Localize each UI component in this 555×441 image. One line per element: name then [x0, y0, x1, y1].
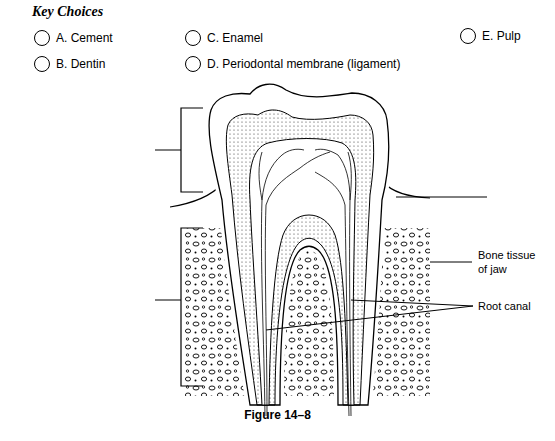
part-label: Bone tissue of jaw — [478, 248, 544, 276]
radio-circle — [35, 57, 50, 72]
region-brackets — [155, 108, 203, 386]
choice-text: A. Cement — [56, 31, 113, 45]
jaw-bone — [185, 228, 430, 396]
choice-text: D. Periodontal membrane (ligament) — [207, 57, 400, 71]
leader-lines — [266, 197, 487, 330]
bone-leader — [430, 262, 472, 263]
periodontal-gap — [209, 84, 389, 405]
canal-leader — [266, 306, 473, 330]
choice-text: B. Dentin — [56, 57, 105, 71]
radio-circle — [186, 57, 201, 72]
radio-circle — [461, 29, 476, 44]
nerve-vessels — [259, 149, 351, 416]
tooth-outline — [209, 84, 389, 405]
radio-circle — [35, 31, 50, 46]
radio-circle — [186, 31, 201, 46]
part-label: Root canal — [478, 299, 531, 313]
choice-text: C. Enamel — [207, 31, 263, 45]
choice-text: E. Pulp — [482, 29, 521, 43]
dentin-layer — [226, 110, 373, 405]
radio-circles — [35, 29, 476, 72]
root-bracket — [155, 228, 203, 386]
crown-bracket — [155, 108, 203, 192]
figure-caption: Figure 14–8 — [0, 408, 555, 422]
key-heading: Key Choices — [32, 4, 103, 20]
answer-leader — [396, 197, 487, 198]
canal-leader — [351, 300, 473, 306]
